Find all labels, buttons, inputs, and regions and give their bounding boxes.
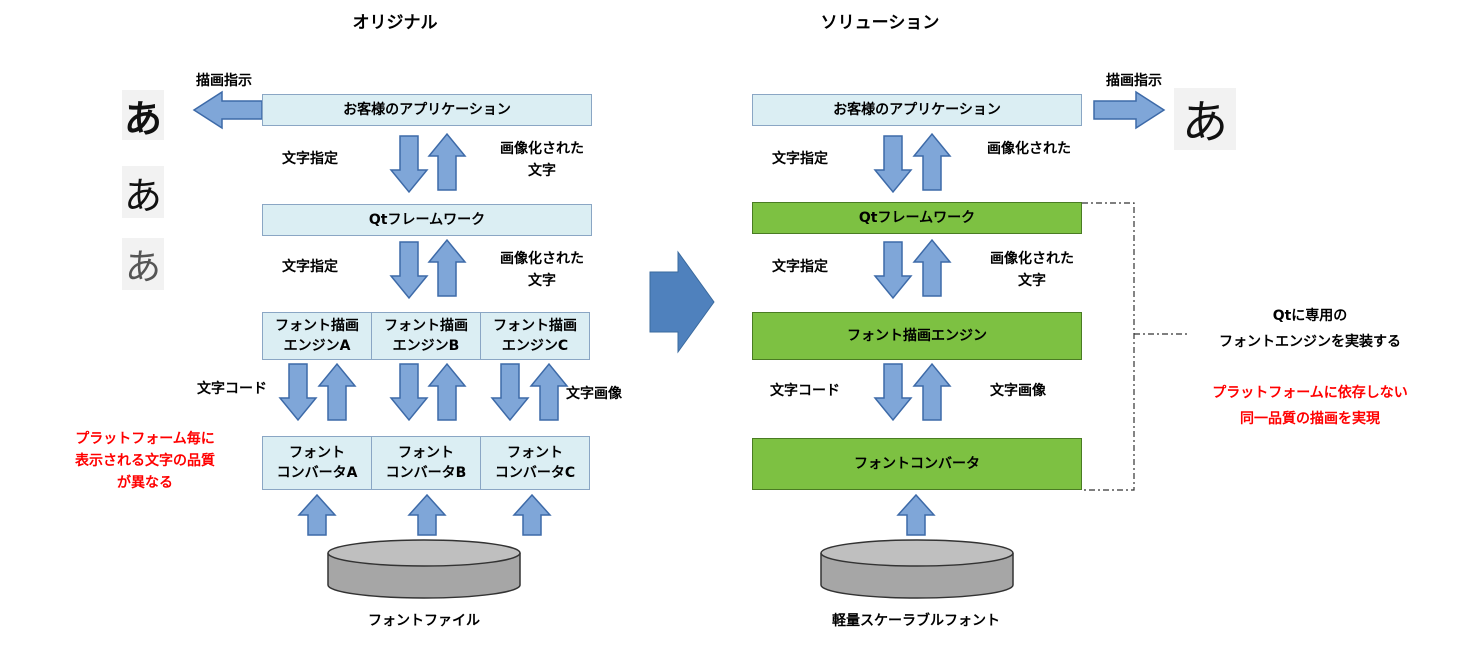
note-line: プラットフォーム毎に <box>75 431 215 447</box>
font-converter-c-box: フォント コンバータC <box>480 436 590 490</box>
sol-customer-app-box: お客様のアプリケーション <box>752 94 1082 126</box>
imaged-chars-label-1: 画像化された 文字 <box>482 138 602 182</box>
sol-glyph-sample: あ <box>1174 88 1236 150</box>
box-line: エンジンC <box>501 338 569 354</box>
font-engine-b-box: フォント描画 エンジンB <box>371 312 481 360</box>
box-line: エンジンA <box>283 338 351 354</box>
sol-imaged-chars-label-2: 画像化された 文字 <box>972 248 1092 292</box>
box-line: フォント描画 <box>493 318 577 334</box>
char-spec-label-2: 文字指定 <box>282 259 338 275</box>
box-line: フォント描画 <box>275 318 359 334</box>
customer-app-box: お客様のアプリケーション <box>262 94 592 126</box>
arrow-up-imaged-1 <box>428 133 466 191</box>
arrow-up-file-c <box>512 493 552 536</box>
box-line: コンバータA <box>276 465 358 481</box>
arrow-up-image-a <box>318 363 356 421</box>
font-converter-a-box: フォント コンバータA <box>262 436 372 490</box>
sol-draw-instruction-label: 描画指示 <box>1106 73 1162 89</box>
imaged-chars-line: 文字 <box>528 163 556 179</box>
char-code-label: 文字コード <box>197 381 267 397</box>
sol-char-spec-label-1: 文字指定 <box>772 151 828 167</box>
sol-arrow-down-char-spec-2 <box>874 241 912 299</box>
imaged-chars-line: 画像化された <box>500 141 584 157</box>
arrow-down-char-spec-1 <box>390 135 428 193</box>
font-file-label: フォントファイル <box>368 613 480 629</box>
glyph-sample-bold: あ <box>122 90 164 141</box>
box-line: コンバータC <box>494 465 576 481</box>
scalable-font-label: 軽量スケーラブルフォント <box>832 613 1000 629</box>
qt-framework-box: Qtフレームワーク <box>262 204 592 236</box>
note-line: 同一品質の描画を実現 <box>1240 411 1380 427</box>
sol-font-engine-box: フォント描画エンジン <box>752 312 1082 360</box>
char-image-label: 文字画像 <box>566 386 622 402</box>
note-line: プラットフォームに依存しない <box>1212 385 1408 401</box>
font-engine-a-box: フォント描画 エンジンA <box>262 312 372 360</box>
sol-arrow-up-imaged-2 <box>913 239 951 297</box>
callout-line: フォントエンジンを実装する <box>1219 334 1401 350</box>
sol-arrow-up-file <box>896 493 936 536</box>
arrow-down-char-spec-2 <box>390 241 428 299</box>
imaged-chars-line: 画像化された <box>500 251 584 267</box>
solution-title: ソリューション <box>820 13 940 33</box>
imaged-chars-line: 文字 <box>1018 273 1046 289</box>
sol-font-converter-box: フォントコンバータ <box>752 438 1082 490</box>
arrow-up-image-b <box>428 363 466 421</box>
original-note: プラットフォーム毎に 表示される文字の品質 が異なる <box>40 428 250 494</box>
imaged-chars-label-2: 画像化された 文字 <box>482 248 602 292</box>
arrow-up-image-c <box>530 363 568 421</box>
sol-arrow-down-char-spec-1 <box>874 135 912 193</box>
imaged-chars-line: 文字 <box>528 273 556 289</box>
transition-arrow-icon <box>649 250 715 354</box>
arrow-down-code-c <box>491 363 529 421</box>
arrow-up-file-b <box>407 493 447 536</box>
box-line: フォント <box>507 445 563 461</box>
arrow-up-imaged-2 <box>428 239 466 297</box>
font-file-cylinder <box>327 539 521 599</box>
callout-bracket <box>1082 202 1188 491</box>
box-line: フォント描画 <box>384 318 468 334</box>
scalable-font-cylinder <box>820 539 1014 599</box>
sol-imaged-chars-label-1: 画像化された <box>987 141 1071 157</box>
sol-char-spec-label-2: 文字指定 <box>772 259 828 275</box>
box-line: フォント <box>398 445 454 461</box>
draw-instruction-label: 描画指示 <box>196 73 252 89</box>
arrow-up-file-a <box>297 493 337 536</box>
glyph-sample-regular: あ <box>122 166 164 218</box>
char-spec-label-1: 文字指定 <box>282 151 338 167</box>
callout-line: Qtに専用の <box>1272 308 1348 324</box>
arrow-right-draw-instruction <box>1093 90 1166 130</box>
arrow-down-code-b <box>390 363 428 421</box>
font-converter-b-box: フォント コンバータB <box>371 436 481 490</box>
note-line: が異なる <box>117 475 173 491</box>
box-line: コンバータB <box>385 465 467 481</box>
sol-qt-framework-box: Qtフレームワーク <box>752 202 1082 234</box>
glyph-sample-light: あ <box>122 238 164 290</box>
solution-note: プラットフォームに依存しない 同一品質の描画を実現 <box>1180 380 1440 432</box>
sol-char-image-label: 文字画像 <box>990 383 1046 399</box>
sol-arrow-up-char-image <box>913 363 951 421</box>
original-title: オリジナル <box>352 13 438 33</box>
box-line: フォント <box>289 445 345 461</box>
arrow-left-draw-instruction <box>192 90 263 130</box>
callout-text: Qtに専用の フォントエンジンを実装する <box>1190 303 1430 355</box>
arrow-down-code-a <box>279 363 317 421</box>
font-engine-c-box: フォント描画 エンジンC <box>480 312 590 360</box>
sol-char-code-label: 文字コード <box>770 383 840 399</box>
note-line: 表示される文字の品質 <box>75 453 215 469</box>
imaged-chars-line: 画像化された <box>990 251 1074 267</box>
sol-arrow-up-imaged-1 <box>913 133 951 191</box>
box-line: エンジンB <box>392 338 460 354</box>
sol-arrow-down-char-code <box>874 363 912 421</box>
